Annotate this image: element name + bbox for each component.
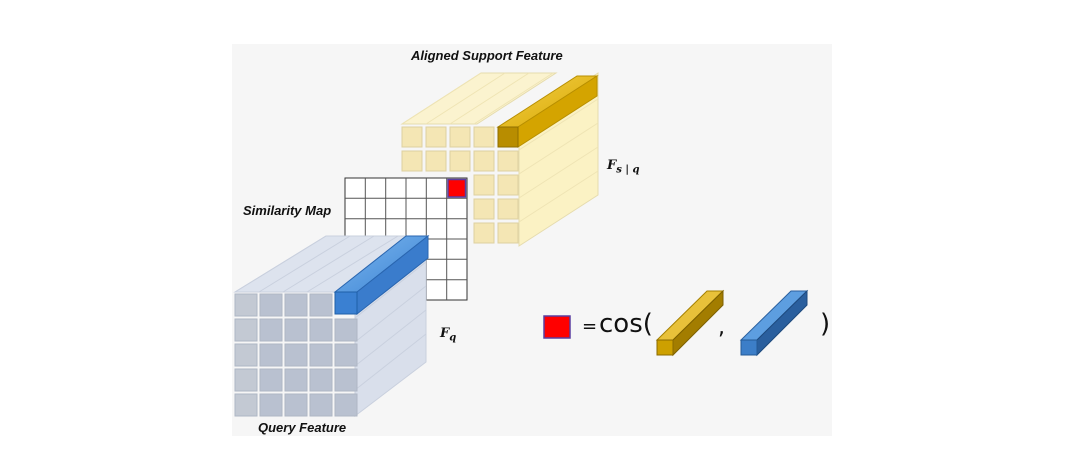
- support-feature-cube: [400, 72, 599, 247]
- query-symbol-main: F: [440, 326, 450, 341]
- equation-red-square: [543, 315, 571, 339]
- query-feature-symbol: Fq: [440, 326, 456, 344]
- query-highlight-column: [333, 234, 430, 316]
- equation-close-paren: ): [820, 309, 831, 339]
- query-symbol-subscript: q: [449, 332, 457, 344]
- aligned-support-feature-label: Aligned Support Feature: [411, 48, 563, 63]
- similarity-map-label: Similarity Map: [243, 203, 332, 218]
- blue-feature-bar: [739, 289, 809, 357]
- support-symbol-main: F: [607, 158, 617, 173]
- equation-equals: =: [582, 316, 598, 337]
- query-feature-cube: [233, 234, 430, 418]
- query-front-face: [234, 293, 358, 417]
- query-depth-lines: [234, 235, 427, 391]
- gold-feature-bar: [655, 289, 725, 357]
- support-front-face: [401, 126, 519, 244]
- support-symbol-subscript: s | q: [616, 164, 640, 176]
- equation-cos: cos(: [599, 309, 653, 339]
- support-depth-lines: [401, 72, 599, 223]
- query-feature-label: Query Feature: [258, 420, 347, 435]
- support-feature-symbol: Fs | q: [607, 158, 639, 176]
- support-highlight-column: [496, 75, 599, 148]
- equation-comma: ,: [718, 315, 725, 340]
- similarity-cell-highlight: [447, 178, 467, 198]
